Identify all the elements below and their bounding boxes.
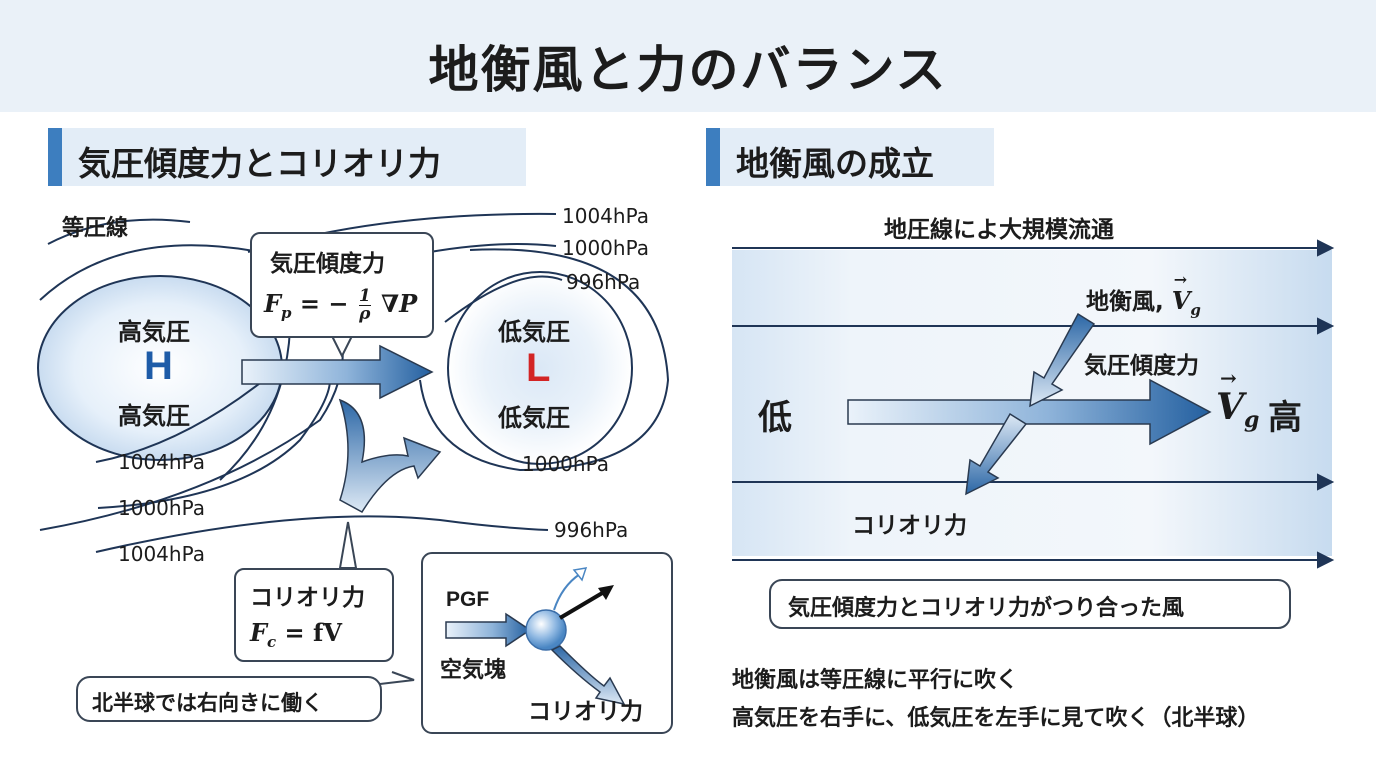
wind-label-text: 地衡風, [1086, 289, 1164, 315]
wind-vg: →Vg [1171, 270, 1201, 319]
inset-wind-arrow [558, 590, 606, 620]
pgf-frac-num: 1 [358, 286, 371, 306]
pgf-frac-den: ρ [359, 304, 371, 324]
coriolis-callout-pointer [338, 521, 358, 569]
pgf-callout: 気圧傾度力 Fp = − 1 ρ ∇P [250, 232, 434, 338]
inset-coriolis-arrow [550, 645, 626, 706]
vg-symbol-arrowhead: →Vg [1216, 366, 1260, 434]
right-heading-text: 地衡風の成立 [736, 144, 934, 183]
right-pgf-label: 気圧傾度力 [1084, 353, 1199, 379]
coriolis-formula-rhs: = fV [284, 618, 342, 647]
pgf-formula-sub: p [281, 303, 292, 322]
flow-lines [732, 239, 1335, 569]
pgf-formula-lhs: F [264, 289, 282, 318]
balance-box [769, 579, 1291, 629]
right-section-heading: 地衡風の成立 [706, 128, 994, 186]
high-side-label: 高 [1268, 398, 1302, 438]
pgf-arrow [241, 344, 434, 400]
inset-pgf-arrow [445, 612, 532, 648]
coriolis-formula-lhs: F [250, 618, 268, 647]
pgf-formula-tail: ∇P [381, 289, 418, 318]
high-label-bottom: 高気圧 [118, 402, 190, 430]
vg-symbol-letter: V [1216, 386, 1244, 428]
pgf-fraction: 1 ρ [358, 286, 371, 324]
pgf-formula: Fp = − 1 ρ ∇P [264, 288, 417, 323]
vg-symbol: →V [1216, 366, 1244, 428]
high-symbol: H [144, 344, 173, 388]
balance-box-text: 気圧傾度力とコリオリ力がつり合った風 [788, 596, 1185, 621]
title-bar: 地衡風と力のバランス [0, 0, 1376, 112]
right-coriolis-label: コリオリ力 [852, 513, 967, 539]
low-label-bottom: 低気圧 [498, 404, 570, 432]
flow-caption: 地圧線によ大規模流通 [884, 217, 1114, 243]
pgf-formula-rhs: = − [299, 289, 349, 318]
inset-pgf-label: PGF [446, 588, 490, 611]
pgf-callout-pointer [331, 335, 353, 359]
isobar-1004-top: 1004hPa [562, 204, 649, 228]
inset-coriolis-label: コリオリ力 [528, 699, 643, 725]
inset-parcel-label: 空気塊 [440, 658, 507, 683]
isobar-1004-b1: 1004hPa [118, 450, 205, 474]
summary-line-1: 地衡風は等圧線に平行に吹く [732, 668, 1019, 693]
left-section-heading: 気圧傾度力とコリオリ力 [48, 128, 526, 186]
low-side-label: 低 [758, 398, 792, 438]
isobar-1000-inner: 1000hPa [522, 452, 609, 476]
isobar-996-bottom: 996hPa [554, 518, 629, 542]
coriolis-formula-sub: c [267, 632, 277, 651]
isobar-1004-b2: 1004hPa [118, 542, 205, 566]
low-label-top: 低気圧 [498, 318, 570, 346]
hemisphere-note-text: 北半球では右向きに働く [92, 691, 323, 715]
coriolis-curve-arrow [338, 398, 442, 513]
isobar-1000-b: 1000hPa [118, 496, 205, 520]
pgf-callout-title: 気圧傾度力 [270, 251, 385, 277]
wind-vg-sub: g [1190, 300, 1201, 319]
summary-line-2: 高気圧を右手に、低気圧を左手に見て吹く（北半球） [732, 706, 1260, 731]
low-symbol: L [526, 346, 551, 390]
geostrophic-wind-arrow [847, 378, 1212, 446]
isobar-996-top: 996hPa [566, 270, 641, 294]
vg-symbol-sub: g [1243, 407, 1260, 434]
page-title: 地衡風と力のバランス [428, 41, 948, 99]
air-parcel [525, 609, 567, 651]
low-pressure-center [447, 271, 633, 465]
coriolis-callout-title: コリオリ力 [250, 585, 365, 611]
coriolis-callout: コリオリ力 Fc = fV [234, 568, 394, 662]
high-label-top: 高気圧 [118, 318, 190, 346]
right-coriolis-arrow [965, 412, 1028, 496]
coriolis-formula: Fc = fV [250, 618, 342, 651]
right-pgf-arrow [1029, 312, 1096, 408]
inset-small-arrow [553, 573, 581, 611]
hemisphere-note: 北半球では右向きに働く [76, 676, 382, 722]
left-heading-text: 気圧傾度力とコリオリ力 [78, 144, 441, 183]
wind-label: 地衡風, →Vg [1086, 270, 1201, 319]
isobar-label: 等圧線 [62, 216, 129, 241]
wind-vg-letter: V [1171, 286, 1191, 315]
isobar-1000-top: 1000hPa [562, 236, 649, 260]
